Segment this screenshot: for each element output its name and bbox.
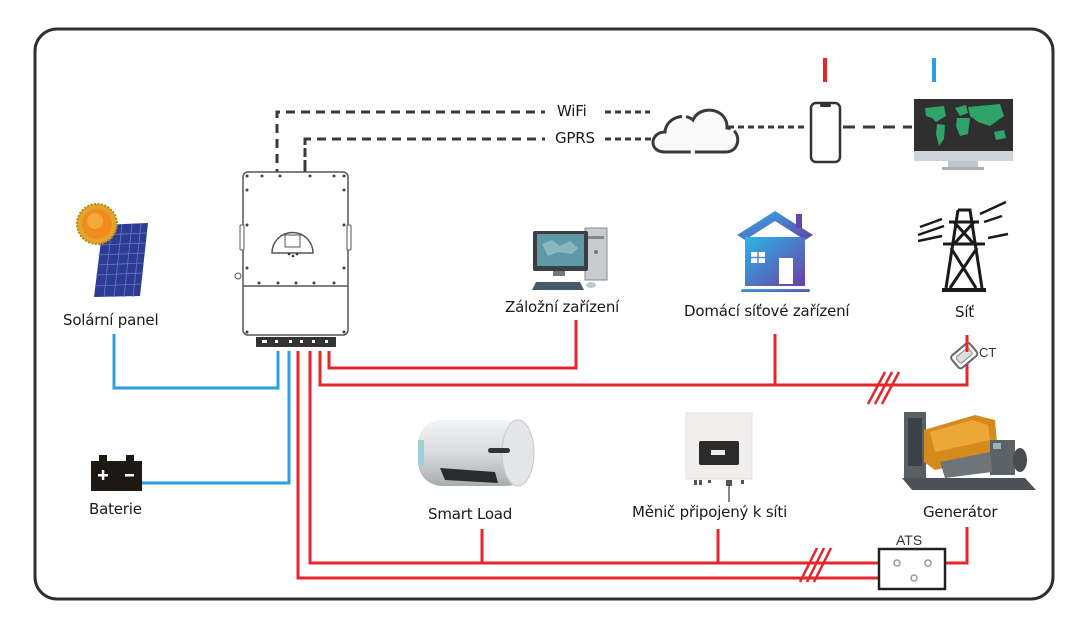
hybrid-inverter-icon[interactable]	[234, 171, 352, 347]
three-phase-hash-gen	[798, 547, 833, 583]
dc-lines	[112, 334, 291, 485]
desktop-computer-icon[interactable]	[532, 227, 608, 290]
gen-port-ac-line	[308, 351, 905, 565]
battery-label: Baterie	[89, 500, 142, 518]
grid-ac-line	[318, 343, 969, 387]
backup-load-label: Záložní zařízení	[505, 298, 620, 316]
grid-tie-inverter-label: Měnič připojený k síti	[632, 503, 788, 521]
comm-lines	[275, 110, 912, 193]
dc-marker-tick	[932, 58, 936, 82]
ct-label: CT	[979, 345, 997, 360]
world-map-monitor-icon[interactable]	[914, 99, 1013, 170]
ats-switch-icon[interactable]	[877, 547, 947, 591]
house-icon[interactable]	[737, 211, 813, 292]
wifi-line	[275, 110, 545, 193]
pv-dc-line	[112, 334, 280, 390]
gprs-line	[303, 137, 545, 172]
inverter-port-bank	[256, 337, 336, 347]
generator-icon[interactable]	[902, 412, 1036, 490]
solar-panel-label: Solární panel	[63, 311, 159, 329]
ac-lines	[296, 320, 969, 580]
battery-icon[interactable]	[91, 455, 142, 491]
smartphone-icon[interactable]	[809, 101, 842, 164]
ac-marker-tick	[823, 58, 827, 82]
string-inverter-icon[interactable]	[685, 412, 753, 502]
home-load-label: Domácí síťové zařízení	[684, 302, 850, 320]
diagram-frame	[33, 27, 1055, 601]
battery-dc-line	[140, 351, 291, 485]
solar-panel-icon[interactable]	[76, 203, 148, 298]
gprs-label: GPRS	[555, 129, 595, 147]
cloud-icon[interactable]	[651, 108, 740, 154]
power-pylon-icon[interactable]	[917, 200, 1009, 292]
ats-label: ATS	[896, 532, 923, 548]
current-transformer-icon[interactable]	[950, 335, 979, 370]
three-phase-hash-grid	[866, 371, 901, 405]
water-heater-icon[interactable]	[418, 419, 535, 487]
generator-label: Generátor	[923, 503, 998, 521]
smart-load-label: Smart Load	[428, 505, 513, 523]
backup-ac-line	[327, 320, 578, 370]
wifi-label: WiFi	[557, 102, 587, 120]
grid-label: Síť	[955, 303, 974, 321]
grid-port-ac-line	[296, 351, 912, 580]
